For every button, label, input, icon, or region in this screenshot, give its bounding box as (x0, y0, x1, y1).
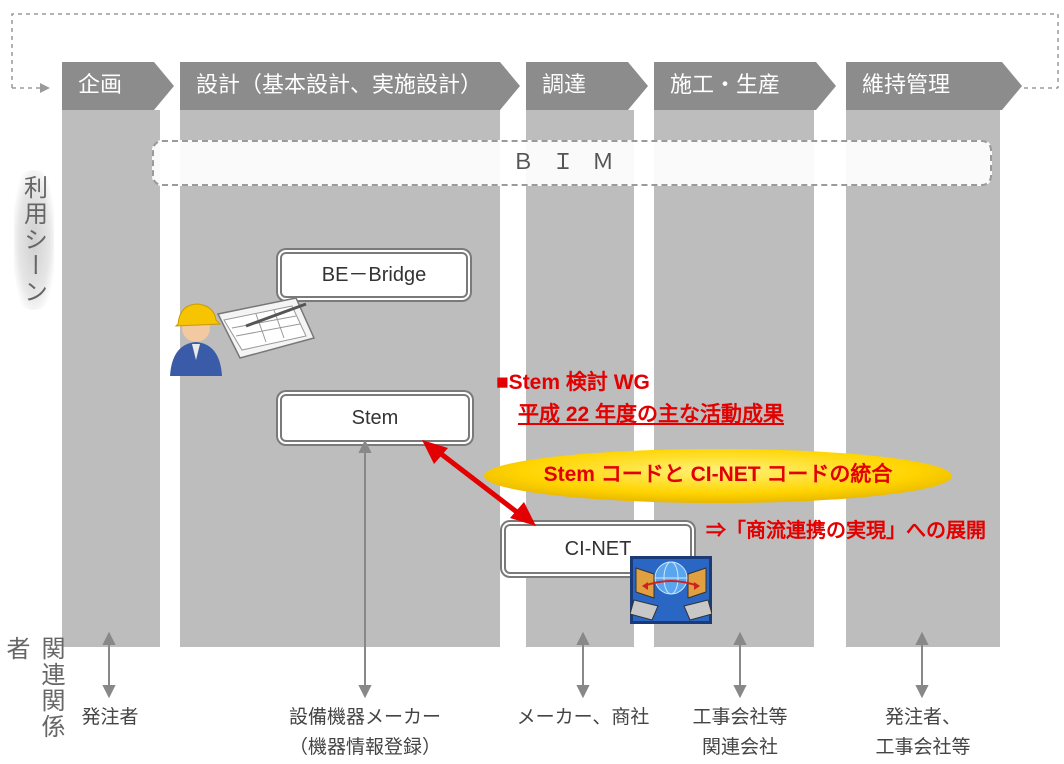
expansion-text: ⇒「商流連携の実現」への展開 (706, 520, 986, 542)
stakeholder-maker-line1: 設備機器メーカー (288, 706, 441, 728)
column-design (180, 110, 500, 647)
phase-construction: 施工・生産 (654, 62, 836, 110)
phase-maintenance: 維持管理 (846, 62, 1022, 110)
bim-band: ＢＩＭ (152, 140, 992, 186)
activity-subtitle: 平成 22 年度の主な活動成果 (518, 403, 785, 426)
network-computers-icon (630, 556, 712, 624)
stakeholder-maker-line2: （機器情報登録） (288, 736, 441, 758)
stakeholder-orderer: 発注者 (60, 702, 160, 732)
stakeholder-contractor-line2: 関連会社 (701, 736, 778, 758)
process-loop-line (11, 13, 1059, 93)
stakeholder-maker-trading-label: メーカー、商社 (516, 706, 650, 728)
stakeholder-maker: 設備機器メーカー （機器情報登録） (255, 702, 475, 762)
wg-title: ■Stem 検討 WG (496, 371, 650, 394)
stakeholder-orderer-contractor: 発注者、 工事会社等 (850, 702, 996, 762)
stakeholder-contractor: 工事会社等 関連会社 (670, 702, 810, 762)
be-bridge-box: BE－Bridge (278, 250, 470, 300)
stem-box: Stem (278, 392, 472, 444)
stakeholder-maker-trading: メーカー、商社 (498, 702, 668, 732)
stakeholder-arrows (102, 440, 929, 699)
phase-design: 設計（基本設計、実施設計） (180, 62, 520, 110)
integration-ellipse (484, 449, 952, 503)
worker-with-blueprint-icon (170, 297, 316, 376)
stakeholder-contractor-line1: 工事会社等 (692, 706, 788, 728)
phase-procurement: 調達 (526, 62, 648, 110)
stem-ci-net-link-arrow (422, 440, 536, 526)
stakeholder-orderer-label: 発注者 (81, 706, 139, 728)
stakeholder-orderer-contractor-line2: 工事会社等 (875, 736, 971, 758)
stakeholder-orderer-contractor-line1: 発注者、 (884, 706, 961, 728)
side-label-usage-scene: 利用シーン (14, 170, 54, 310)
phase-planning: 企画 (62, 62, 174, 110)
integration-text: Stem コードと CI-NET コードの統合 (543, 463, 893, 486)
column-maintenance (846, 110, 1000, 647)
column-planning (62, 110, 160, 647)
